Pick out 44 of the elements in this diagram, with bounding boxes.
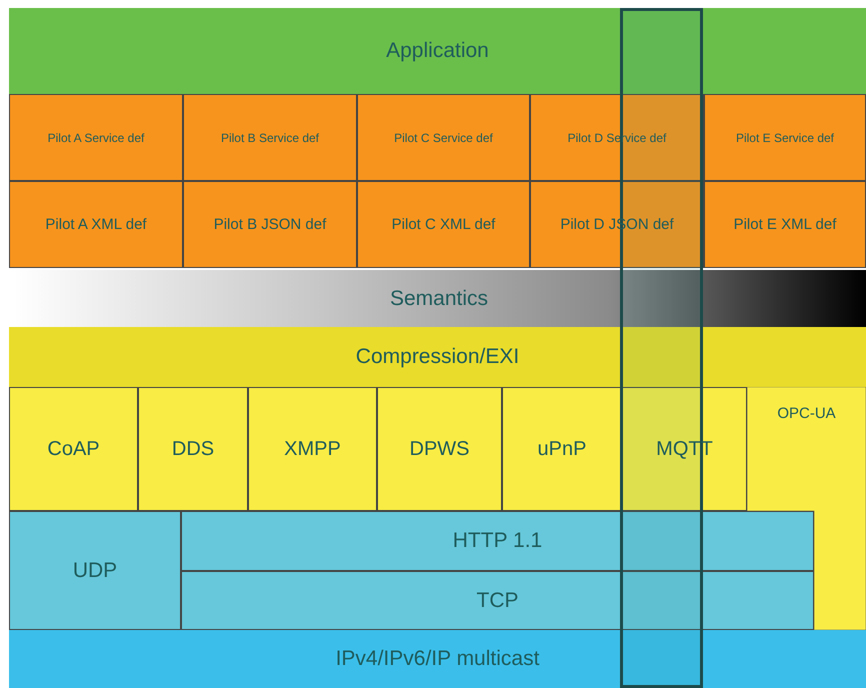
format-cell <box>183 181 357 268</box>
service-cell <box>9 94 183 181</box>
layer-label: UDP <box>72 558 118 582</box>
layer-label: Pilot B JSON def <box>214 216 326 233</box>
layer-label: Pilot E XML def <box>734 216 836 233</box>
layer-label: Semantics <box>390 286 488 310</box>
layer-label: uPnP <box>538 438 586 460</box>
protocol-cell <box>622 387 747 511</box>
transport-cell <box>9 511 181 630</box>
format-cell <box>530 181 704 268</box>
service-cell <box>357 94 530 181</box>
layer-band <box>9 630 866 688</box>
layer-label: DPWS <box>410 438 470 460</box>
layer-label: Pilot A Service def <box>48 130 144 144</box>
layer-label: OPC-UA <box>777 405 836 422</box>
layer-band <box>9 8 866 94</box>
transport-cell <box>181 511 814 571</box>
service-cell <box>704 94 866 181</box>
layer-label: Pilot B Service def <box>220 130 320 144</box>
protocol-cell <box>502 387 622 511</box>
service-cell <box>530 94 704 181</box>
layer-band <box>9 327 866 387</box>
protocol-cell <box>9 387 138 511</box>
layer-label: DDS <box>172 438 214 460</box>
layer-label: HTTP 1.1 <box>452 529 542 553</box>
layer-label: Compression/EXI <box>356 345 520 369</box>
protocol-cell <box>248 387 377 511</box>
protocol-cell <box>377 387 502 511</box>
layer-label: Pilot A XML def <box>45 216 147 233</box>
layer-label: TCP <box>476 588 518 612</box>
layer-label: IPv4/IPv6/IP multicast <box>336 647 540 671</box>
format-cell <box>704 181 866 268</box>
service-cell <box>183 94 357 181</box>
format-cell <box>357 181 530 268</box>
transport-cell <box>181 571 814 630</box>
protocol-cell <box>138 387 248 511</box>
layer-label: Pilot C XML def <box>392 216 496 233</box>
layer-label: CoAP <box>47 438 100 460</box>
layer-label: Application <box>386 39 489 63</box>
format-cell <box>9 181 183 268</box>
protocol-cell <box>747 387 866 630</box>
layer-label: Pilot C Service def <box>394 130 493 144</box>
layer-label: XMPP <box>284 438 341 460</box>
layer-label: Pilot E Service def <box>736 130 834 144</box>
